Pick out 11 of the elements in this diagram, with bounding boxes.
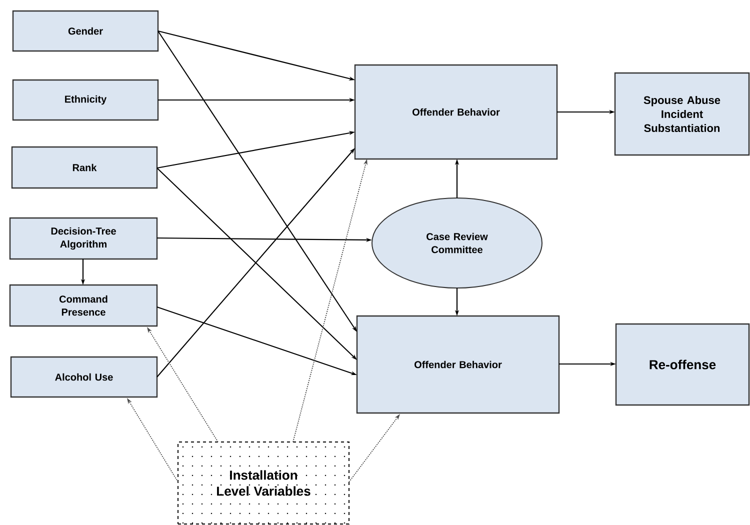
process-box: Alcohol Use	[10, 356, 158, 398]
process-box: Offender Behavior	[354, 64, 558, 160]
process-box: Ethnicity	[12, 79, 159, 121]
process-box: Rank	[11, 146, 158, 189]
process-box: Spouse Abuse Incident Substantiation	[614, 72, 750, 156]
variables-box: Installation Level Variables	[178, 442, 350, 524]
process-box: Gender	[12, 10, 159, 52]
process-box: Command Presence	[9, 284, 158, 327]
process-box: Decision-Tree Algorithm	[9, 217, 158, 260]
process-box: Offender Behavior	[356, 315, 560, 414]
process-box: Re-offense	[615, 323, 750, 406]
